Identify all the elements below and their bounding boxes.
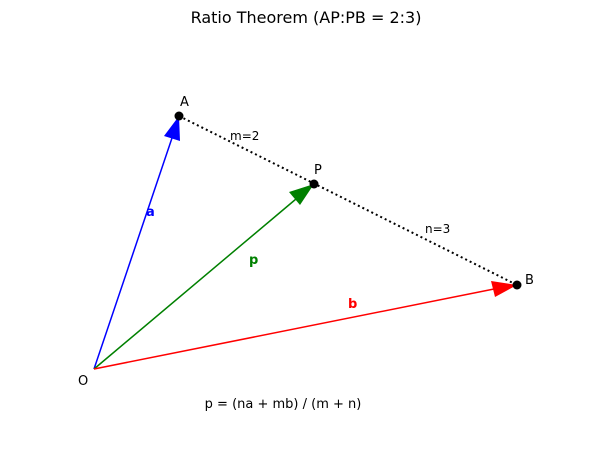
point-b-marker bbox=[512, 280, 522, 290]
point-o-label: O bbox=[78, 374, 88, 389]
figure-title: Ratio Theorem (AP:PB = 2:3) bbox=[191, 8, 422, 27]
point-b-label: B bbox=[525, 273, 534, 288]
vector-a-arrowhead bbox=[164, 116, 180, 141]
point-a-label: A bbox=[180, 95, 189, 110]
ratio-m-label: m=2 bbox=[230, 129, 259, 143]
ratio-n-label: n=3 bbox=[425, 222, 450, 236]
vector-b-line bbox=[93, 288, 495, 370]
point-a-marker bbox=[174, 111, 184, 121]
vector-p-label: p bbox=[249, 253, 258, 268]
vector-a-line bbox=[93, 137, 173, 370]
point-p-marker bbox=[309, 179, 319, 189]
vector-p-arrowhead bbox=[289, 184, 314, 205]
vector-a-label: a bbox=[146, 205, 155, 220]
vector-b-label: b bbox=[348, 297, 357, 312]
vector-p-line bbox=[93, 198, 297, 370]
formula-text: p = (na + mb) / (m + n) bbox=[205, 397, 362, 412]
vector-b-arrowhead bbox=[491, 281, 517, 297]
point-p-label: P bbox=[314, 163, 322, 178]
